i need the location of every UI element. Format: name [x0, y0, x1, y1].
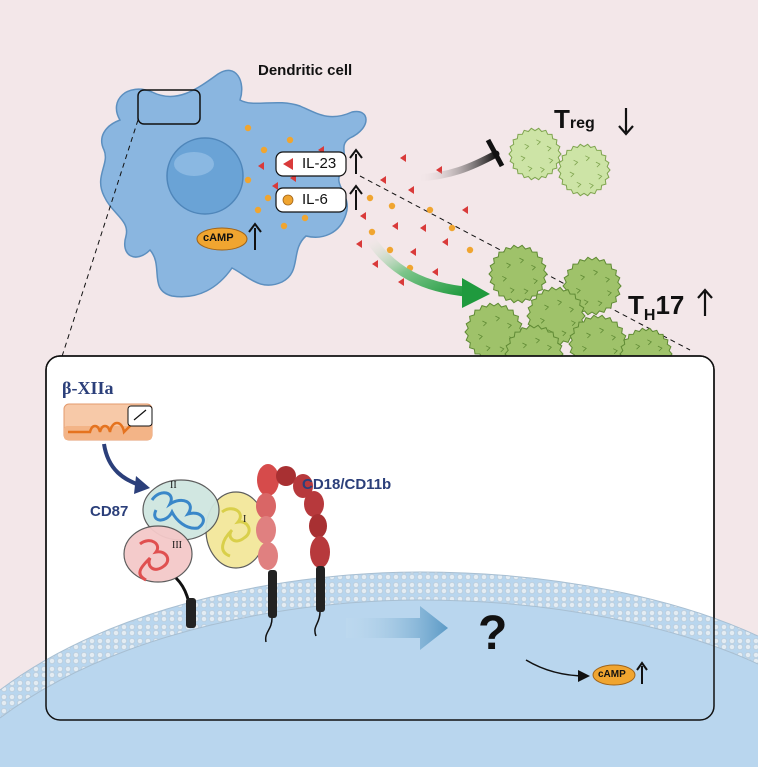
cd87-domain-iii-label: III	[172, 540, 182, 551]
cd18-cd11b-label: CD18/CD11b	[302, 476, 392, 493]
up-arrow-icon	[636, 661, 648, 684]
th17-cell	[488, 244, 548, 304]
activation-arrow-icon	[363, 231, 490, 308]
camp-cell-label: cAMP	[203, 232, 234, 244]
th17-label-sub: H	[643, 307, 656, 324]
dendritic-cell-label: Dendritic cell	[258, 62, 353, 79]
beta-xiia-icon	[63, 403, 153, 441]
il23-label: IL-23	[302, 155, 337, 172]
treg-label: Treg	[554, 104, 595, 135]
cd18-cd11b-integrin	[256, 464, 330, 643]
zoom-region-box	[137, 89, 201, 125]
treg-cell	[508, 127, 562, 181]
camp-membrane-label: cAMP	[598, 669, 626, 680]
th17-label-tail: 17	[655, 290, 685, 320]
up-arrow-icon	[349, 148, 363, 210]
th17-label-main: T	[628, 290, 644, 320]
treg-label-main: T	[554, 104, 570, 134]
il6-label-box	[275, 187, 347, 213]
cd87-domain-ii-label: II	[170, 480, 177, 491]
treg-cell	[557, 143, 611, 197]
inhibition-arrow-icon	[414, 138, 505, 182]
cd87-label: CD87	[90, 503, 129, 520]
secreted-cytokines	[244, 124, 474, 286]
up-arrow-icon	[248, 222, 262, 250]
cd87-receptor	[123, 479, 267, 628]
up-arrow-icon	[697, 288, 713, 316]
treg-cells	[508, 127, 611, 197]
down-arrow-icon	[618, 108, 634, 136]
camp-pill-membrane	[592, 664, 636, 686]
th17-label: TH17	[628, 290, 685, 324]
treg-label-sub: reg	[569, 115, 595, 132]
question-mark: ?	[478, 607, 508, 660]
il6-label: IL-6	[302, 191, 328, 208]
beta-xiia-label: β-XIIa	[62, 378, 114, 398]
camp-pill-cell	[196, 227, 248, 251]
cd87-domain-i-label: I	[243, 514, 247, 525]
il23-label-box	[275, 151, 347, 177]
nucleus	[166, 137, 244, 215]
